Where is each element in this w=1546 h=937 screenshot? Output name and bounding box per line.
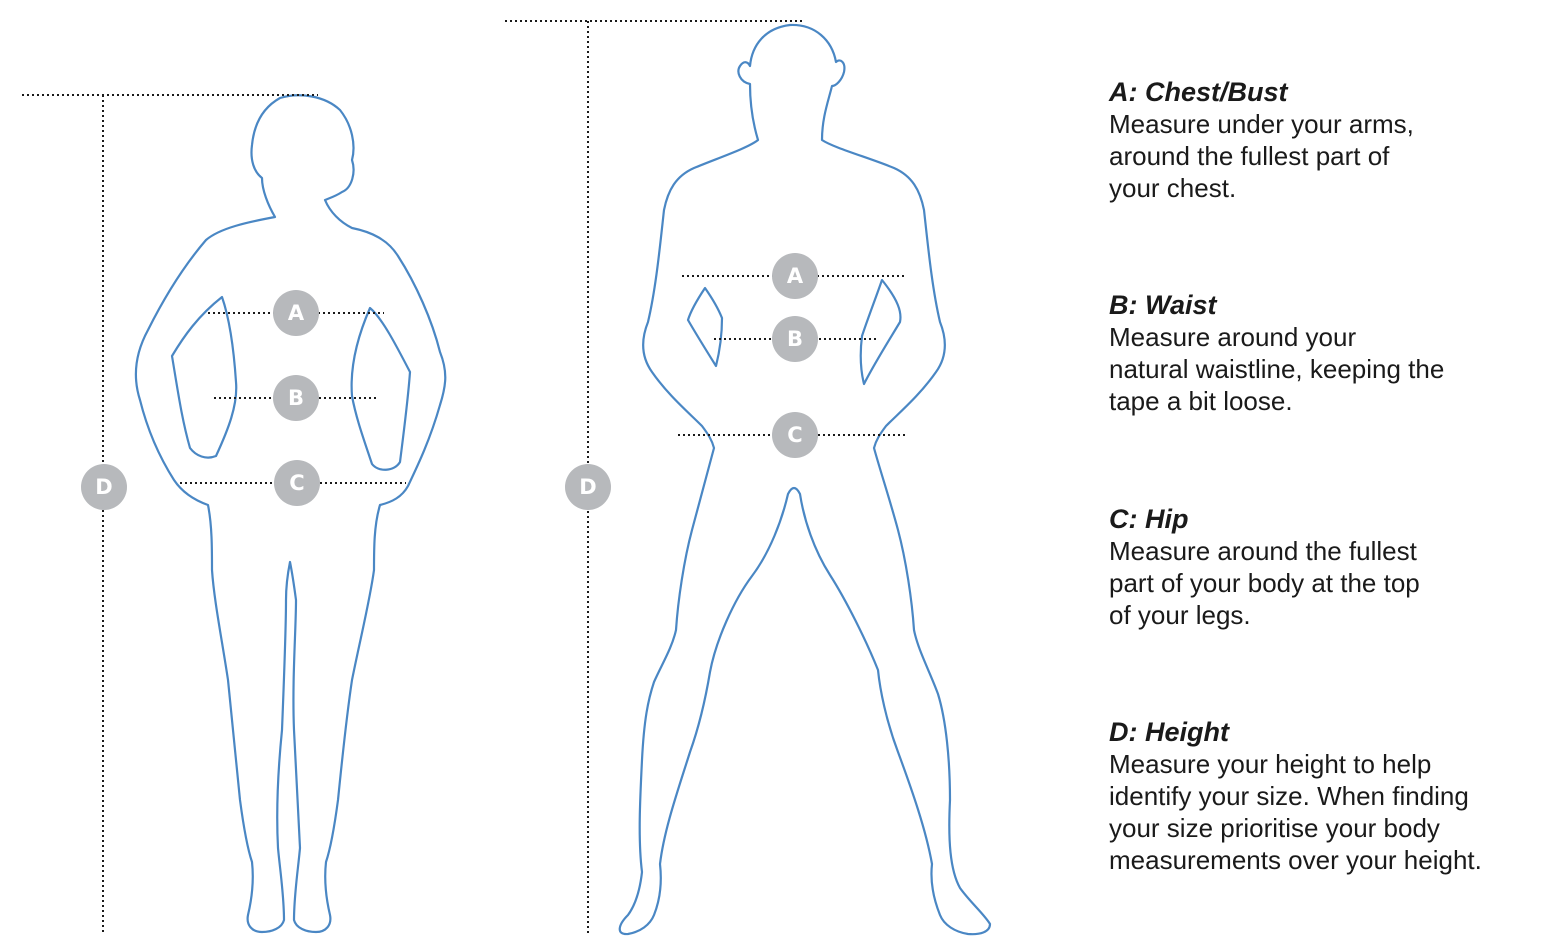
legend-desc-waist-line-3: tape a bit loose.	[1109, 385, 1546, 417]
female-marker-b-label: B	[288, 386, 304, 410]
legend-desc-waist-line-1: Measure around your	[1109, 321, 1546, 353]
female-marker-c: C	[274, 460, 320, 506]
female-marker-a: A	[273, 290, 319, 336]
legend-desc-chest-line-1: Measure under your arms,	[1109, 108, 1546, 140]
legend-item-chest: A: Chest/Bust Measure under your arms, a…	[1109, 76, 1546, 204]
female-marker-d: D	[81, 464, 127, 510]
legend-title-chest: A: Chest/Bust	[1109, 76, 1546, 108]
female-figure: A B C D	[22, 95, 445, 933]
legend-desc-waist-line-2: natural waistline, keeping the	[1109, 353, 1546, 385]
legend-title-hip: C: Hip	[1109, 503, 1546, 535]
male-right-arm-gap	[861, 280, 901, 384]
female-left-arm-gap	[172, 297, 236, 458]
male-marker-c-label: C	[787, 423, 802, 447]
legend-desc-height-line-1: Measure your height to help	[1109, 748, 1546, 780]
legend-title-height: D: Height	[1109, 716, 1546, 748]
male-marker-b: B	[772, 316, 818, 362]
male-marker-a-label: A	[787, 264, 804, 288]
legend-desc-hip-line-3: of your legs.	[1109, 599, 1546, 631]
female-marker-a-label: A	[288, 301, 305, 325]
male-marker-c: C	[772, 412, 818, 458]
male-marker-d-label: D	[579, 475, 596, 499]
legend-desc-chest-line-2: around the fullest part of	[1109, 140, 1546, 172]
female-marker-b: B	[273, 375, 319, 421]
male-marker-a: A	[772, 253, 818, 299]
legend-desc-chest-line-3: your chest.	[1109, 172, 1546, 204]
legend-item-hip: C: Hip Measure around the fullest part o…	[1109, 503, 1546, 631]
male-marker-d: D	[565, 464, 611, 510]
male-figure: A B C D	[505, 21, 990, 934]
male-marker-b-label: B	[787, 327, 803, 351]
male-body-outline	[620, 25, 990, 934]
male-left-arm-gap	[688, 288, 722, 366]
legend-desc-height-line-3: your size prioritise your body	[1109, 812, 1546, 844]
legend-item-waist: B: Waist Measure around your natural wai…	[1109, 289, 1546, 417]
legend-desc-hip-line-1: Measure around the fullest	[1109, 535, 1546, 567]
female-body-outline	[136, 95, 445, 932]
female-right-arm-gap	[352, 308, 410, 470]
legend-desc-height-line-4: measurements over your height.	[1109, 844, 1546, 876]
legend-desc-hip-line-2: part of your body at the top	[1109, 567, 1546, 599]
legend-title-waist: B: Waist	[1109, 289, 1546, 321]
legend-item-height: D: Height Measure your height to help id…	[1109, 716, 1546, 876]
legend-desc-height-line-2: identify your size. When finding	[1109, 780, 1546, 812]
female-marker-d-label: D	[95, 475, 112, 499]
female-marker-c-label: C	[289, 471, 304, 495]
